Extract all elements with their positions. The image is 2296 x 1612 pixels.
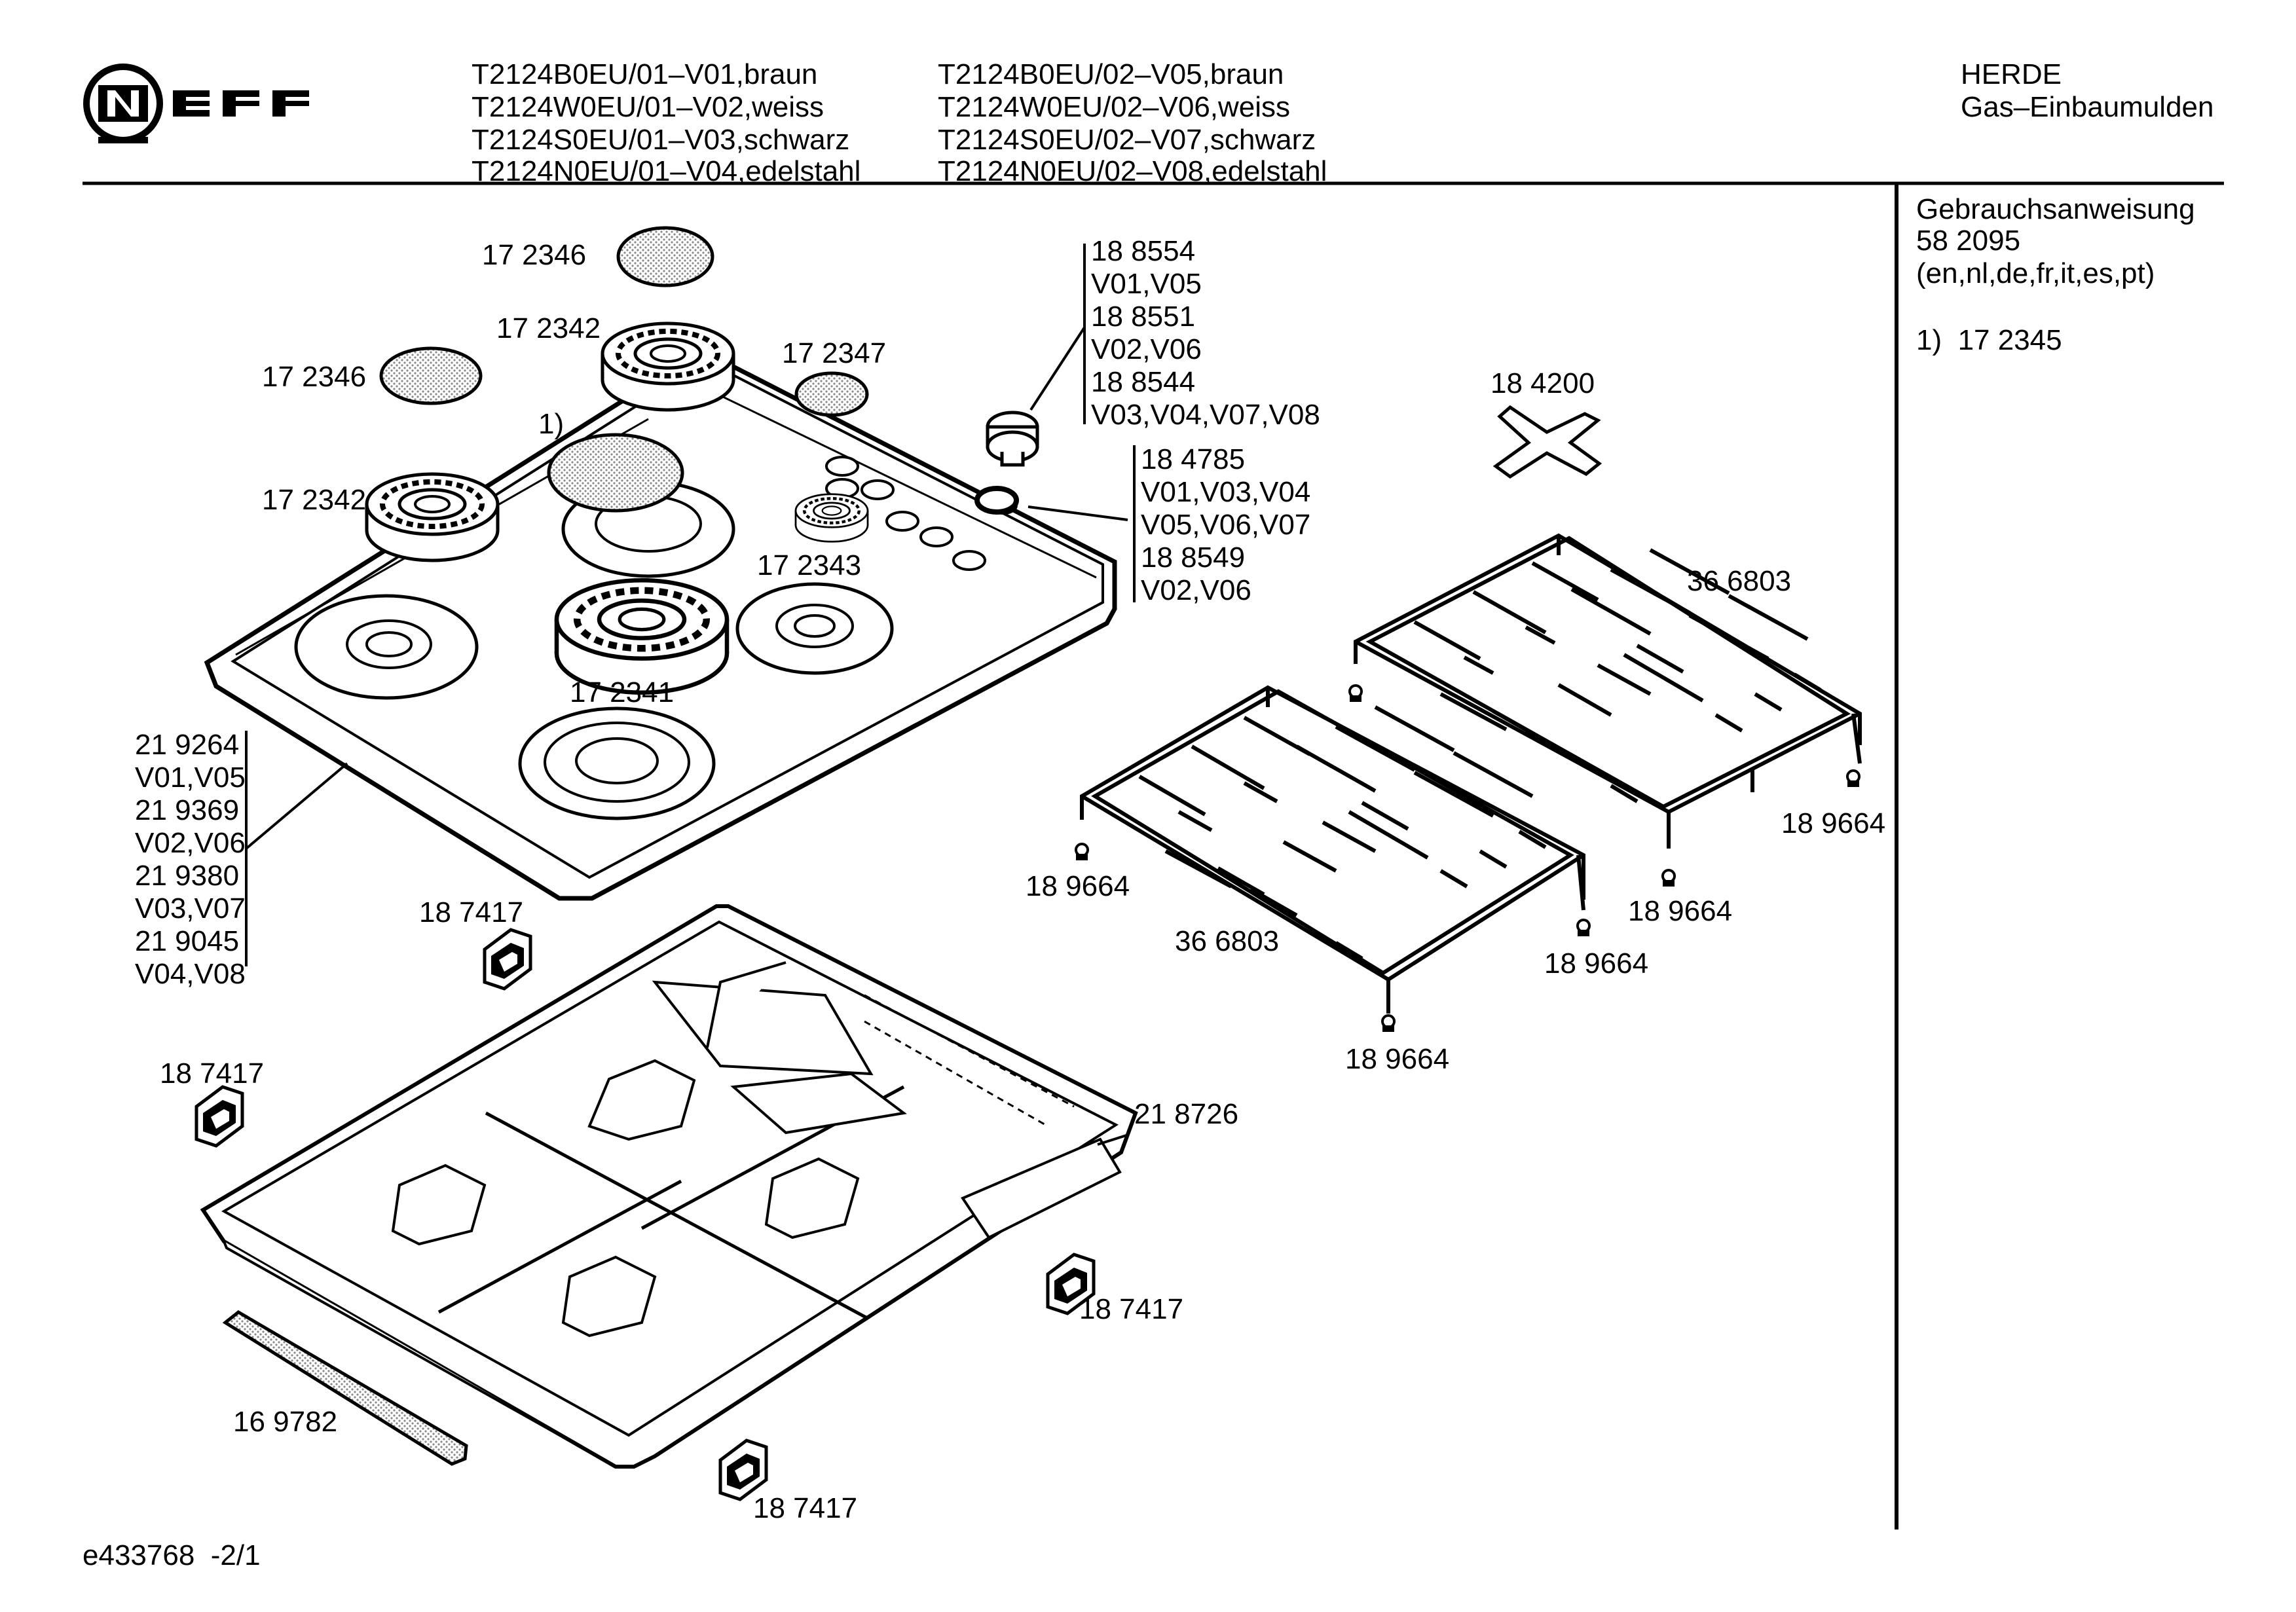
knob-list-4: V02,V06	[1091, 333, 1202, 365]
label-grate-left: 36 6803	[1175, 925, 1280, 957]
control-knob	[986, 411, 1039, 467]
label-clip-3: 18 7417	[1079, 1293, 1184, 1325]
neff-logo-icon	[83, 64, 309, 143]
clip-4	[720, 1440, 766, 1499]
model-col2-1: T2124B0EU/02–V05,braun	[938, 58, 1284, 90]
hob-list-8: V04,V08	[135, 958, 246, 990]
foot-left-1	[1075, 843, 1089, 862]
label-clip-1: 18 7417	[419, 896, 524, 928]
label-clip-2: 18 7417	[160, 1057, 265, 1090]
model-col2-2: T2124W0EU/02–V06,weiss	[938, 91, 1291, 123]
knob-ring	[974, 486, 1019, 515]
knob-list-3: 18 8551	[1091, 301, 1196, 333]
foot-left-2	[1576, 919, 1591, 938]
knob-list-5: 18 8544	[1091, 366, 1196, 398]
ring-list-1: 18 4785	[1141, 443, 1246, 475]
hob-list-5: 21 9380	[135, 860, 240, 892]
cap-left	[379, 346, 483, 405]
ring-list-2: V01,V03,V04	[1141, 476, 1311, 508]
clip-2	[196, 1087, 242, 1146]
label-foot-4: 18 9664	[1026, 870, 1130, 902]
model-col1-3: T2124S0EU/01–V03,schwarz	[472, 124, 850, 156]
foot-left-3	[1381, 1014, 1396, 1033]
hob-list-7: 21 9045	[135, 925, 240, 957]
label-tray: 21 8726	[1134, 1098, 1239, 1130]
grate-left	[1080, 685, 1585, 1014]
label-burner-small: 17 2343	[757, 549, 862, 581]
knob-list-1: 18 8554	[1091, 235, 1196, 267]
label-adapter: 18 4200	[1491, 367, 1595, 399]
model-col1-2: T2124W0EU/01–V02,weiss	[472, 91, 824, 123]
label-seal: 16 9782	[233, 1406, 338, 1438]
category-line-1: HERDE	[1961, 58, 2062, 90]
model-col1-1: T2124B0EU/01–V01,braun	[472, 58, 818, 90]
burner-mid	[602, 323, 733, 410]
category-line-2: Gas–Einbaumulden	[1961, 91, 2214, 123]
ring-list-3: V05,V06,V07	[1141, 509, 1311, 541]
clip-1	[485, 930, 530, 989]
cap-large	[547, 433, 684, 513]
burner-small	[796, 494, 868, 542]
sidebar-note: 1) 17 2345	[1916, 324, 2062, 356]
label-cap-top: 17 2346	[482, 239, 587, 271]
sidebar-line-3: (en,nl,de,fr,it,es,pt)	[1916, 257, 2155, 289]
foot-right-1	[1348, 684, 1363, 703]
sidebar-line-1: Gebrauchsanweisung	[1916, 193, 2195, 225]
seal-strip	[222, 1310, 468, 1466]
ring-list-4: 18 8549	[1141, 541, 1246, 574]
label-note-marker: 1)	[538, 408, 565, 440]
label-foot-2: 18 9664	[1628, 895, 1733, 927]
hob-list-1: 21 9264	[135, 729, 240, 761]
cap-top	[616, 226, 714, 287]
foot-right-3	[1661, 869, 1676, 888]
hob-list-2: V01,V05	[135, 761, 246, 794]
grate-right	[1354, 533, 1862, 849]
hob-list-6: V03,V07	[135, 892, 246, 925]
footer-code: e433768 -2/1	[83, 1539, 261, 1571]
hob-list-3: 21 9369	[135, 794, 240, 826]
model-col1-4: T2124N0EU/01–V04,edelstahl	[472, 155, 861, 187]
bottom-tray	[200, 904, 1138, 1469]
model-col2-3: T2124S0EU/02–V07,schwarz	[938, 124, 1316, 156]
label-foot-3: 18 9664	[1544, 947, 1649, 980]
cap-small	[794, 371, 869, 417]
label-cap-left: 17 2346	[262, 361, 367, 393]
knob-list-2: V01,V05	[1091, 268, 1202, 300]
label-foot-5: 18 9664	[1345, 1043, 1450, 1075]
burner-left	[367, 474, 498, 560]
hob-list-4: V02,V06	[135, 827, 246, 859]
label-burner-large: 17 2341	[570, 676, 675, 708]
model-col2-4: T2124N0EU/02–V08,edelstahl	[938, 155, 1327, 187]
adapter-star	[1492, 405, 1602, 479]
label-clip-4: 18 7417	[753, 1492, 858, 1524]
knob-list-6: V03,V04,V07,V08	[1091, 399, 1320, 431]
foot-right-2	[1846, 769, 1861, 788]
label-foot-1: 18 9664	[1781, 807, 1886, 839]
ring-list-5: V02,V06	[1141, 574, 1251, 606]
sidebar-line-2: 58 2095	[1916, 225, 2021, 257]
label-cap-small: 17 2347	[782, 337, 887, 369]
label-grate-right: 36 6803	[1687, 565, 1792, 597]
label-burner-left: 17 2342	[262, 484, 367, 516]
label-burner-mid: 17 2342	[496, 312, 601, 344]
